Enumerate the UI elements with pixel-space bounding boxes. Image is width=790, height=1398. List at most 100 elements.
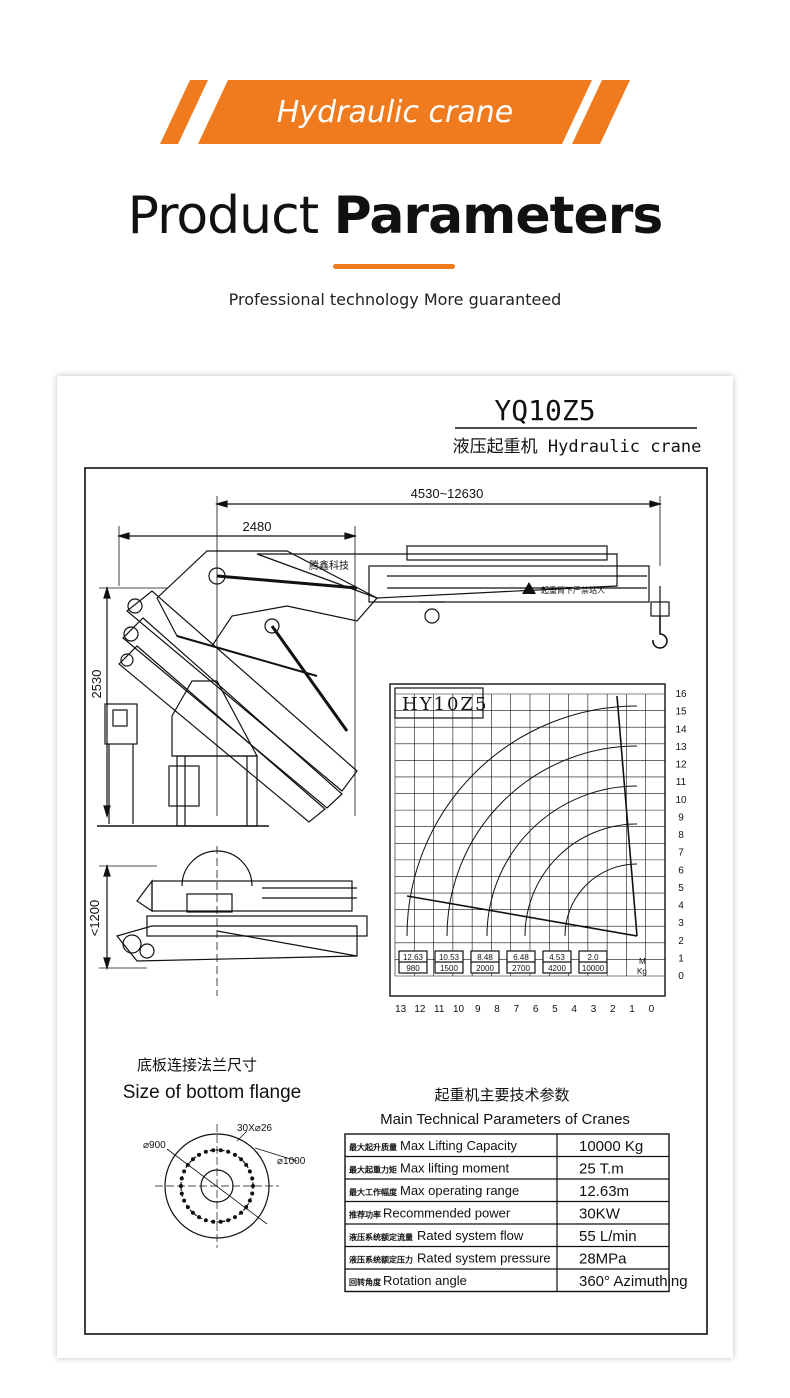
x-tick-label: 4	[571, 1004, 577, 1015]
y-tick-label: 13	[675, 742, 687, 753]
params-table-frame	[344, 1133, 670, 1293]
y-tick-label: 5	[678, 883, 684, 894]
bolt-hole	[179, 1191, 184, 1196]
y-tick-label: 14	[675, 724, 687, 735]
params-title-cn: 起重机主要技术参数	[434, 1086, 569, 1104]
x-tick-label: 12	[414, 1004, 426, 1015]
bolt-hole	[247, 1169, 252, 1174]
y-tick-label: 7	[678, 848, 684, 859]
dim-reach-label: 4530~12630	[411, 486, 484, 501]
load-chart-radius-unit: M	[639, 957, 646, 966]
load-chart-boom-lowered	[406, 895, 638, 937]
param-value: 30KW	[579, 1206, 621, 1223]
param-name-cn: 液压系统额定流量	[349, 1232, 413, 1242]
page-subtitle: Professional technology More guaranteed	[228, 290, 562, 309]
flange-outer-label: ⌀900	[143, 1140, 166, 1151]
load-box-radius: 6.48	[513, 953, 529, 962]
bolt-hole	[247, 1198, 252, 1203]
param-name-cn: 最大起重力矩	[349, 1165, 397, 1175]
param-value: 360° Azimuthing	[579, 1273, 688, 1290]
bolt-hole	[197, 1215, 201, 1220]
x-tick-label: 5	[552, 1004, 558, 1015]
load-box-load: 10000	[582, 964, 605, 973]
bolt-hole	[250, 1176, 255, 1181]
y-tick-label: 15	[675, 707, 687, 718]
flange-bolt-holes	[179, 1148, 255, 1224]
load-box-load: 4200	[548, 964, 566, 973]
x-tick-label: 11	[434, 1004, 445, 1015]
param-value: 55 L/min	[579, 1228, 637, 1245]
title-banner: Hydraulic crane	[160, 80, 630, 144]
y-tick-label: 9	[678, 812, 684, 823]
banner-shape	[160, 80, 630, 144]
bolt-hole	[211, 1148, 216, 1153]
y-tick-label: 2	[678, 936, 684, 947]
x-tick-label: 9	[475, 1004, 481, 1015]
x-tick-label: 3	[591, 1004, 597, 1015]
page-title-light: Product	[127, 186, 319, 246]
flange-title-cn: 底板连接法兰尺寸	[137, 1056, 257, 1074]
param-name-cn: 推荐功率	[349, 1210, 381, 1220]
reach-dimension: 4530~12630	[214, 486, 663, 816]
bolt-hole	[218, 1219, 223, 1224]
load-box-radius: 8.48	[477, 953, 493, 962]
x-tick-label: 13	[395, 1004, 407, 1015]
load-box-radius: 4.53	[549, 953, 565, 962]
crane-side-view	[97, 545, 670, 827]
load-chart-arc	[446, 745, 638, 937]
load-box-load: 2700	[512, 964, 530, 973]
load-box-radius: 12.63	[403, 953, 424, 962]
width-dimension: <1200	[87, 863, 157, 971]
params-title-en: Main Technical Parameters of Cranes	[380, 1111, 630, 1128]
x-tick-label: 7	[514, 1004, 520, 1015]
x-tick-label: 1	[629, 1004, 635, 1015]
param-name-en: Rated system pressure	[417, 1251, 551, 1266]
bolt-hole	[218, 1148, 223, 1153]
bolt-hole	[226, 1149, 231, 1154]
param-value: 28MPa	[579, 1251, 627, 1268]
bolt-hole	[203, 1149, 208, 1154]
height-dimension: 2530	[89, 585, 167, 819]
technical-drawing: YQ10Z5 液压起重机 Hydraulic crane 4530~12630 …	[84, 394, 708, 1335]
y-tick-label: 0	[678, 971, 684, 982]
bolt-hole	[251, 1184, 255, 1188]
dim-width-label: <1200	[87, 900, 102, 937]
y-tick-label: 12	[675, 760, 687, 771]
bolt-hole	[233, 1215, 237, 1220]
param-name-en: Max operating range	[400, 1183, 519, 1198]
load-chart-arc	[486, 785, 638, 937]
x-tick-label: 6	[533, 1004, 539, 1015]
bolt-hole	[211, 1219, 216, 1224]
bolt-hole	[233, 1152, 237, 1157]
bolt-hole	[197, 1152, 201, 1157]
load-chart-load-boxes: 12.6398010.5315008.4820006.4827004.53420…	[398, 950, 608, 974]
load-chart-load-unit: Kg	[637, 967, 647, 976]
load-box-radius: 10.53	[439, 953, 460, 962]
flange-inner-label: ⌀1000	[277, 1156, 306, 1167]
load-chart-arcs	[406, 705, 638, 937]
load-chart-arc	[564, 863, 638, 937]
load-chart-boom-raised	[616, 695, 638, 937]
technical-drawing-sheet: YQ10Z5 液压起重机 Hydraulic crane 4530~12630 …	[57, 376, 733, 1358]
drawing-frame	[84, 467, 708, 1335]
bolt-hole	[244, 1162, 249, 1167]
base-dimension: 2480	[116, 519, 358, 816]
load-box-load: 1500	[440, 964, 458, 973]
param-name-cn: 回转角度	[349, 1277, 382, 1287]
bolt-hole	[226, 1218, 231, 1223]
param-name-en: Max lifting moment	[400, 1161, 509, 1176]
y-tick-label: 8	[678, 830, 684, 841]
load-chart-title-box	[394, 687, 484, 719]
param-name-en: Rotation angle	[383, 1273, 467, 1288]
bolt-hole	[239, 1210, 244, 1215]
crane-top-view	[115, 846, 368, 996]
bolt-hole	[250, 1191, 255, 1196]
page-title-bold: Parameters	[333, 186, 664, 246]
bolt-hole	[190, 1210, 195, 1215]
banner-title: Hydraulic crane	[276, 94, 514, 130]
boom-logo-text: 腾鑫科技	[309, 559, 349, 572]
param-name-cn: 液压系统额定压力	[349, 1255, 413, 1265]
load-box-radius: 2.0	[587, 953, 599, 962]
